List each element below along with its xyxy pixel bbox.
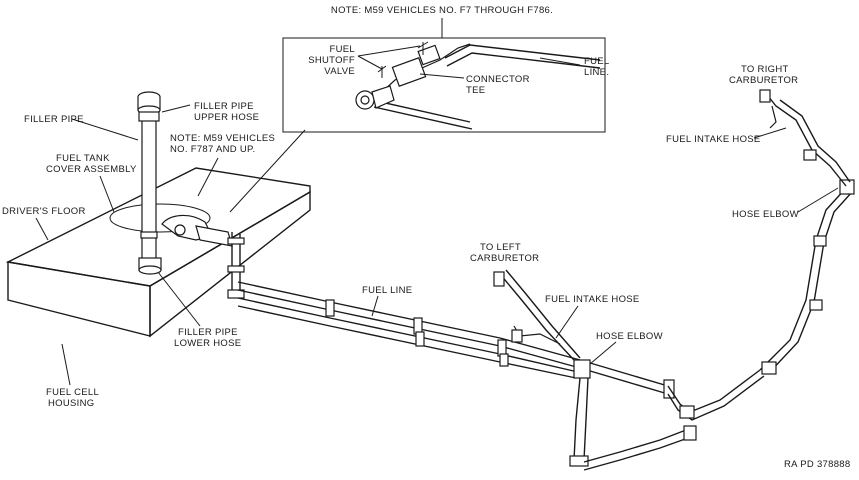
filler-pipe-lower-hose-line-1: FILLER PIPE [178,327,238,338]
fuel-shutoff-valve-line-1: FUEL [330,44,355,55]
inset-detail [282,37,606,133]
note-m59-line-2: NO. F787 AND UP. [170,144,255,155]
fuel-intake-hose-right-label: FUEL INTAKE HOSE [666,134,761,145]
fuel-shutoff-valve-line-3: VALVE [324,66,355,77]
inset-frame [282,37,606,133]
fuel-line-inset-line-1: FUEL [584,56,609,67]
fuel-intake-hose-left-label: FUEL INTAKE HOSE [545,294,640,305]
drivers-floor-label: DRIVER'S FLOOR [2,206,86,217]
fuel-line-assembly [227,89,855,471]
fuel-shutoff-valve-label: FUEL SHUTOFF VALVE [308,44,355,77]
fuel-line-inset-line-2: LINE. [584,67,609,78]
fuel-shutoff-valve-line-2: SHUTOFF [308,55,355,66]
tank-side-face [149,190,311,338]
to-right-carb-label: TO RIGHT CARBURETOR [729,64,798,86]
filler-pipe-upper-hose-line-2: UPPER HOSE [194,112,259,123]
filler-pipe-label: FILLER PIPE [24,114,84,125]
fuel-cell-housing-label: FUEL CELL HOUSING [46,387,99,409]
to-right-carb-line-1: TO RIGHT [741,64,789,75]
fuel-tank-cover-label: FUEL TANK COVER ASSEMBLY [46,153,137,175]
note-top-label: NOTE: M59 VEHICLES NO. F7 THROUGH F786. [331,5,553,16]
fuel-line-label: FUEL LINE [362,285,412,296]
ref-number-label: RA PD 378888 [784,459,850,470]
fuel-tank-cover-line-2: COVER ASSEMBLY [46,164,137,175]
connector-tee-line-2: TEE [466,85,485,96]
inset-connector-tee [391,57,427,87]
connector-tee-line-1: CONNECTOR [466,74,530,85]
junction-tee [573,359,591,379]
fuel-tank [5,167,311,338]
to-right-carb-line-2: CARBURETOR [729,75,798,86]
note-m59-label: NOTE: M59 VEHICLES NO. F787 AND UP. [170,133,275,155]
filler-pipe-upper-hose-label: FILLER PIPE UPPER HOSE [194,101,259,123]
tank-front-face [7,261,151,337]
fuel-tank-cover-line-1: FUEL TANK [56,153,110,164]
filler-pipe-lower-hose-line-2: LOWER HOSE [174,338,241,349]
fuel-line-inset-label: FUEL LINE. [584,56,609,78]
note-m59-line-1: NOTE: M59 VEHICLES [170,133,275,144]
to-left-carb-label: TO LEFT CARBURETOR [470,242,539,264]
connector-tee-label: CONNECTOR TEE [466,74,530,96]
fuel-tank-cover [109,203,211,233]
to-left-carb-line-2: CARBURETOR [470,253,539,264]
hose-elbow-right-label: HOSE ELBOW [732,209,799,220]
fuel-cell-housing-line-2: HOUSING [48,398,94,409]
hose-elbow-left-label: HOSE ELBOW [596,331,663,342]
filler-pipe-upper-hose-line-1: FILLER PIPE [194,101,254,112]
fuel-cell-housing-line-1: FUEL CELL [46,387,99,398]
filler-pipe-lower-hose-label: FILLER PIPE LOWER HOSE [174,327,241,349]
to-left-carb-line-1: TO LEFT [480,242,521,253]
filler-pipe [137,91,162,275]
